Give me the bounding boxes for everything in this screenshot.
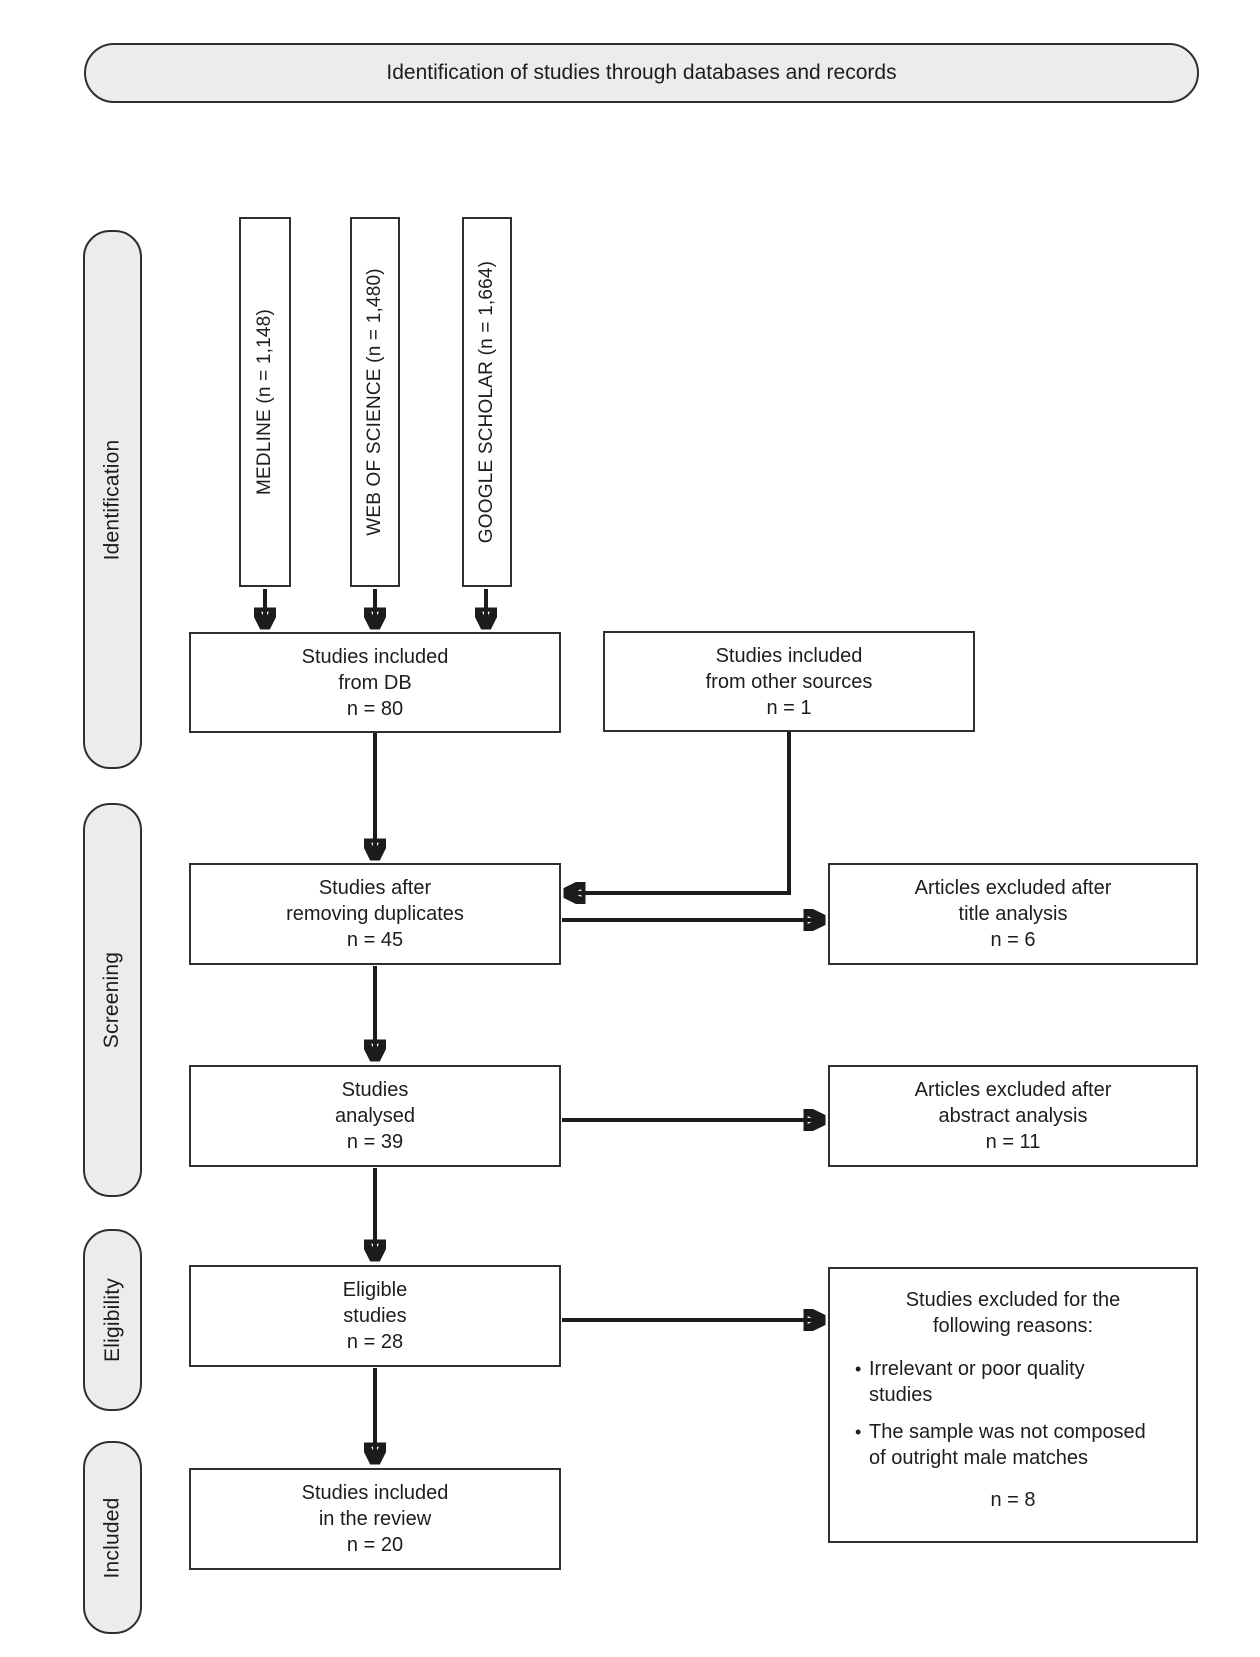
arrow-other-sources-to-duplicates xyxy=(567,732,791,893)
flow-box-studies-analysed: Studies analysed n = 39 xyxy=(189,1065,561,1167)
excluded-reasons-count: n = 8 xyxy=(990,1489,1036,1511)
source-box-google-scholar: GOOGLE SCHOLAR (n = 1,664) xyxy=(462,217,512,587)
flow-box-after-removing-duplicates-text: Studies after removing duplicates n = 45 xyxy=(286,877,464,951)
stage-label-screening: Screening xyxy=(100,951,124,1049)
flow-box-included-in-review: Studies included in the review n = 20 xyxy=(189,1468,561,1570)
flow-box-included-from-db: Studies included from DB n = 80 xyxy=(189,632,561,733)
stage-pill-eligibility: Eligibility xyxy=(83,1229,142,1411)
flow-box-excluded-title-analysis-text: Articles excluded after title analysis n… xyxy=(914,877,1112,951)
flow-box-included-from-db-text: Studies included from DB n = 80 xyxy=(301,645,449,720)
stage-label-included: Included xyxy=(100,1497,124,1578)
diagram-title: Identification of studies through databa… xyxy=(386,61,897,84)
source-box-web-of-science: WEB OF SCIENCE (n = 1,480) xyxy=(350,217,400,587)
flow-box-included-other-sources-text: Studies included from other sources n = … xyxy=(705,644,873,719)
excluded-reason-item: The sample was not composed of outright … xyxy=(852,1419,1174,1471)
flow-box-included-in-review-text: Studies included in the review n = 20 xyxy=(301,1482,449,1556)
stage-label-identification: Identification xyxy=(100,439,124,560)
stage-pill-included: Included xyxy=(83,1441,142,1634)
flow-box-excluded-reasons: Studies excluded for the following reaso… xyxy=(828,1267,1198,1543)
source-label-web-of-science: WEB OF SCIENCE (n = 1,480) xyxy=(364,268,385,536)
source-label-medline: MEDLINE (n = 1,148) xyxy=(254,309,275,495)
stage-pill-screening: Screening xyxy=(83,803,142,1197)
flow-box-studies-analysed-text: Studies analysed n = 39 xyxy=(334,1079,416,1153)
title-banner: Identification of studies through databa… xyxy=(84,43,1199,103)
flow-box-eligible-studies: Eligible studies n = 28 xyxy=(189,1265,561,1367)
source-label-google-scholar: GOOGLE SCHOLAR (n = 1,664) xyxy=(476,260,498,544)
flow-box-excluded-abstract-analysis: Articles excluded after abstract analysi… xyxy=(828,1065,1198,1167)
flow-box-excluded-title-analysis: Articles excluded after title analysis n… xyxy=(828,863,1198,965)
flow-box-excluded-abstract-analysis-text: Articles excluded after abstract analysi… xyxy=(914,1079,1112,1153)
flow-box-included-other-sources: Studies included from other sources n = … xyxy=(603,631,975,732)
excluded-reasons-heading: Studies excluded for the following reaso… xyxy=(905,1289,1121,1337)
stage-label-eligibility: Eligibility xyxy=(100,1278,124,1362)
flow-box-eligible-studies-text: Eligible studies n = 28 xyxy=(342,1279,408,1353)
flow-box-after-removing-duplicates: Studies after removing duplicates n = 45 xyxy=(189,863,561,965)
stage-pill-identification: Identification xyxy=(83,230,142,769)
excluded-reason-item: Irrelevant or poor quality studies xyxy=(852,1356,1174,1408)
source-box-medline: MEDLINE (n = 1,148) xyxy=(239,217,291,587)
